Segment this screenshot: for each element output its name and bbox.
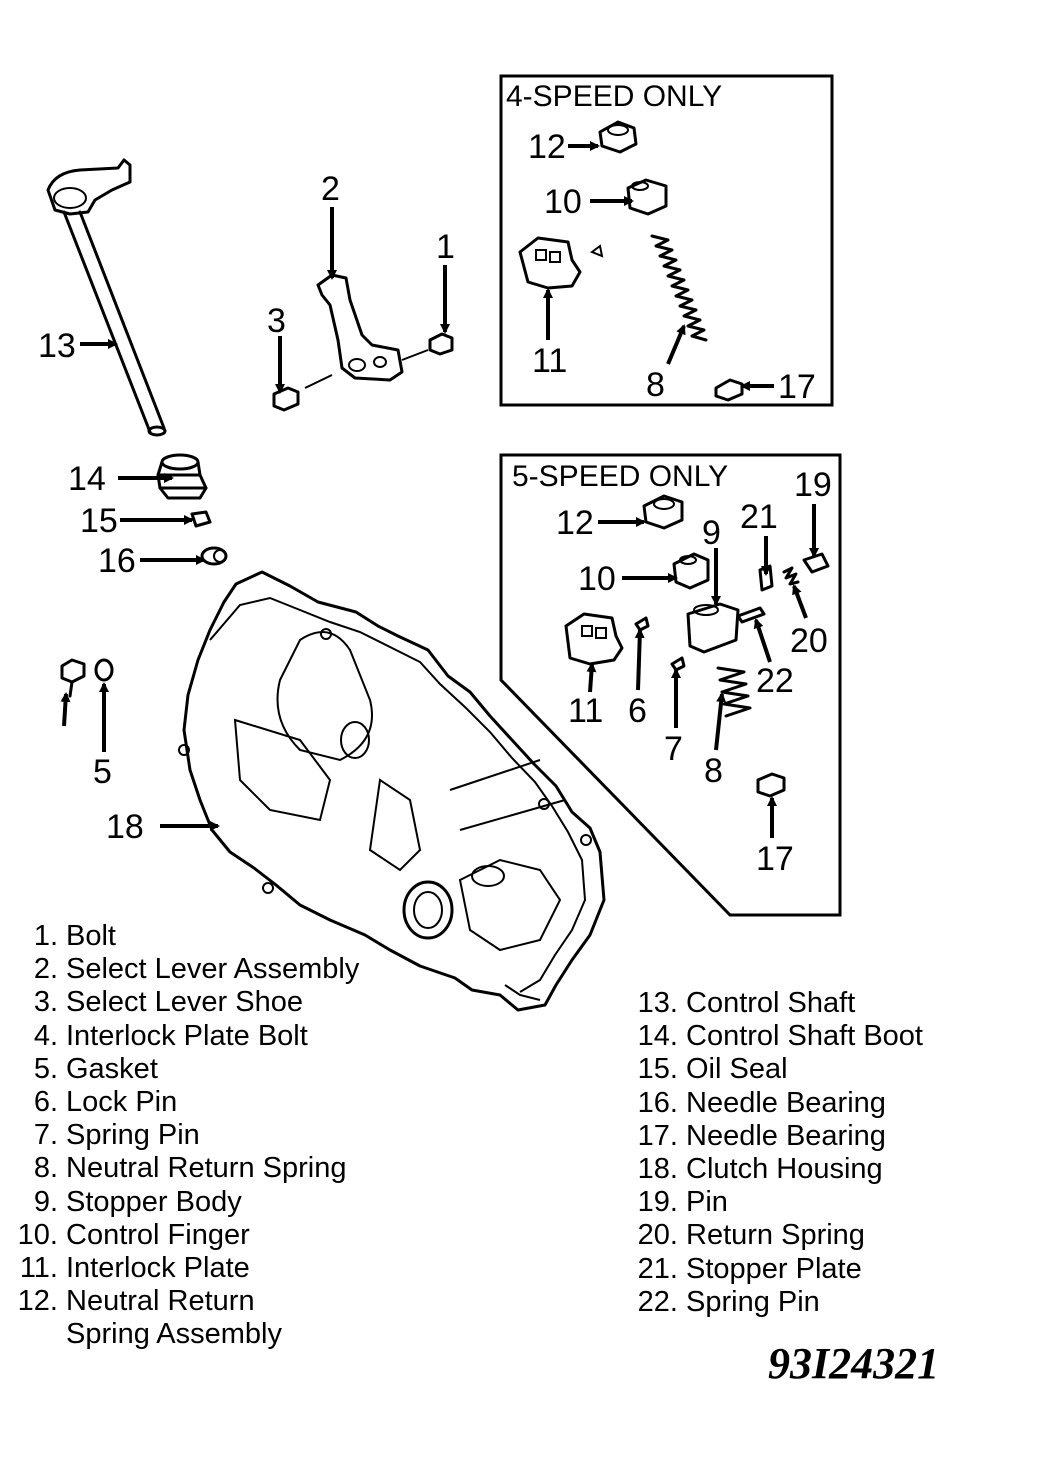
spring-pin-22	[736, 606, 766, 624]
legend-item: 7.Spring Pin	[33, 1119, 200, 1152]
oil-seal	[190, 510, 212, 528]
control-finger-5spd	[672, 552, 710, 590]
interlock-plate-bolt	[60, 658, 86, 698]
spring-pin-7	[670, 656, 686, 672]
legend-item: 16.Needle Bearing	[637, 1086, 886, 1119]
callout-5spd-21: 21	[740, 498, 778, 536]
legend-item: 14.Control Shaft Boot	[637, 1020, 923, 1053]
legend-item: 4.Interlock Plate Bolt	[33, 1019, 308, 1052]
legend-item: Spring Assembly	[66, 1318, 282, 1351]
gasket	[94, 658, 114, 682]
arrow-5spd-11	[586, 662, 597, 693]
neutral-return-spring-assembly-5spd	[642, 494, 684, 530]
arrow-4spd-8	[666, 324, 686, 365]
callout-4spd-17: 17	[778, 368, 816, 406]
callout-4spd-8: 8	[646, 366, 665, 404]
callout-4spd-12: 12	[528, 128, 566, 166]
control-finger-4spd	[626, 178, 668, 216]
four-speed-title: 4-SPEED ONLY	[506, 80, 722, 113]
needle-bearing	[200, 546, 228, 566]
callout-5spd-8: 8	[704, 752, 723, 790]
legend-item: 22.Spring Pin	[637, 1285, 820, 1318]
legend-item: 2.Select Lever Assembly	[33, 953, 360, 986]
legend-item: 1.Bolt	[33, 920, 116, 952]
return-spring	[782, 566, 800, 586]
neutral-return-spring-5spd	[716, 666, 752, 718]
legend-item: 10.Control Finger	[17, 1218, 250, 1251]
interlock-plate-4spd	[518, 236, 604, 290]
select-lever-assembly	[304, 273, 429, 389]
legend-item: 5.Gasket	[33, 1052, 158, 1085]
callout-1: 1	[436, 228, 455, 266]
select-lever-shoe	[272, 386, 300, 412]
callout-5: 5	[93, 753, 112, 791]
callout-15: 15	[80, 502, 118, 540]
legend-item: 20.Return Spring	[637, 1219, 865, 1252]
callout-5spd-22: 22	[756, 662, 794, 700]
interlock-plate-5spd	[564, 612, 624, 666]
bolt	[428, 332, 454, 356]
stopper-body	[686, 602, 740, 654]
legend-item: 18.Clutch Housing	[637, 1153, 883, 1186]
callout-2: 2	[321, 170, 340, 208]
arrow-5spd-8	[714, 692, 727, 751]
callout-5spd-11: 11	[568, 692, 603, 730]
callout-5spd-12: 12	[556, 504, 594, 542]
callout-18: 18	[106, 808, 144, 846]
callout-16: 16	[98, 542, 136, 580]
callout-5spd-6: 6	[628, 692, 647, 730]
callout-5spd-9: 9	[702, 514, 721, 552]
needle-bearing-4spd	[714, 378, 744, 402]
callout-13: 13	[38, 327, 76, 365]
legend-item: 19.Pin	[637, 1186, 728, 1219]
neutral-return-spring-4spd	[650, 234, 708, 342]
neutral-return-spring-assembly-4spd	[598, 120, 638, 154]
legend-left: 1.Bolt 2.Select Lever Assembly 3.Select …	[0, 920, 360, 1352]
callout-5spd-7: 7	[664, 730, 683, 768]
callout-3: 3	[267, 302, 286, 340]
callout-5spd-10: 10	[578, 560, 616, 598]
legend-item: 13.Control Shaft	[637, 987, 856, 1019]
callout-14: 14	[68, 460, 106, 498]
legend-right: 13.Control Shaft 14.Control Shaft Boot 1…	[628, 987, 923, 1319]
legend-item: 11.Interlock Plate	[19, 1252, 250, 1285]
arrow-5spd-22	[753, 618, 772, 663]
arrow-4	[60, 692, 71, 727]
pin	[802, 552, 830, 574]
five-speed-title: 5-SPEED ONLY	[512, 460, 728, 493]
legend-item: 3.Select Lever Shoe	[33, 986, 303, 1019]
arrow-5spd-6	[634, 628, 645, 691]
five-speed-box	[499, 453, 842, 917]
legend-item: 8.Neutral Return Spring	[33, 1152, 347, 1185]
needle-bearing-5spd	[756, 772, 786, 798]
control-shaft-boot	[156, 453, 208, 500]
legend-item: 15.Oil Seal	[637, 1053, 788, 1086]
legend-item: 12.Neutral Return	[17, 1285, 255, 1318]
callout-4spd-11: 11	[532, 342, 567, 380]
figure-code: 93I24321	[768, 1339, 940, 1388]
legend-item: 17.Needle Bearing	[637, 1119, 886, 1152]
control-shaft	[46, 158, 167, 437]
arrow-5spd-20	[792, 584, 808, 619]
four-speed-box	[499, 74, 834, 407]
legend-item: 21.Stopper Plate	[637, 1252, 862, 1285]
lock-pin	[634, 616, 650, 632]
callout-5spd-20: 20	[790, 622, 828, 660]
clutch-housing	[178, 570, 606, 1012]
callout-5spd-19: 19	[794, 466, 832, 504]
legend-item: 6.Lock Pin	[33, 1086, 178, 1119]
legend-item: 9.Stopper Body	[33, 1185, 242, 1218]
callout-4spd-10: 10	[544, 183, 582, 221]
callout-5spd-17: 17	[756, 840, 794, 878]
